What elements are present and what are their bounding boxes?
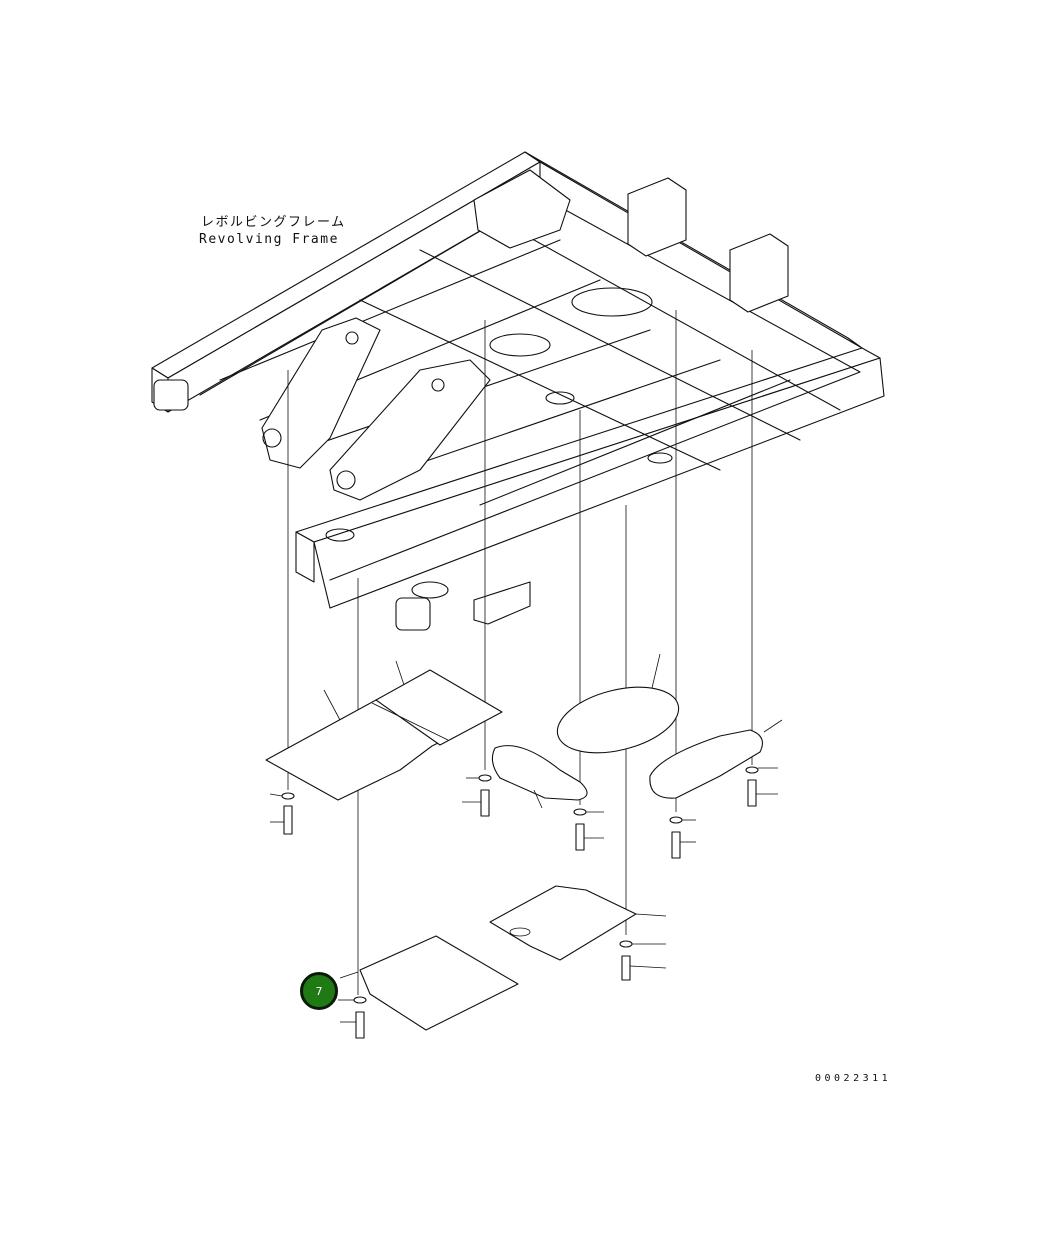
frame-label-japanese: レボルビングフレーム: [201, 215, 346, 230]
drawing-number: 00022311: [815, 1073, 892, 1084]
part-callout-7[interactable]: 7: [300, 972, 338, 1010]
part-callout-number: 7: [315, 984, 323, 998]
revolving-frame: [151, 151, 885, 631]
cover-plates: [265, 653, 783, 1031]
frame-label-english: Revolving Frame: [199, 232, 339, 247]
bolts-and-washers: [269, 766, 778, 1039]
